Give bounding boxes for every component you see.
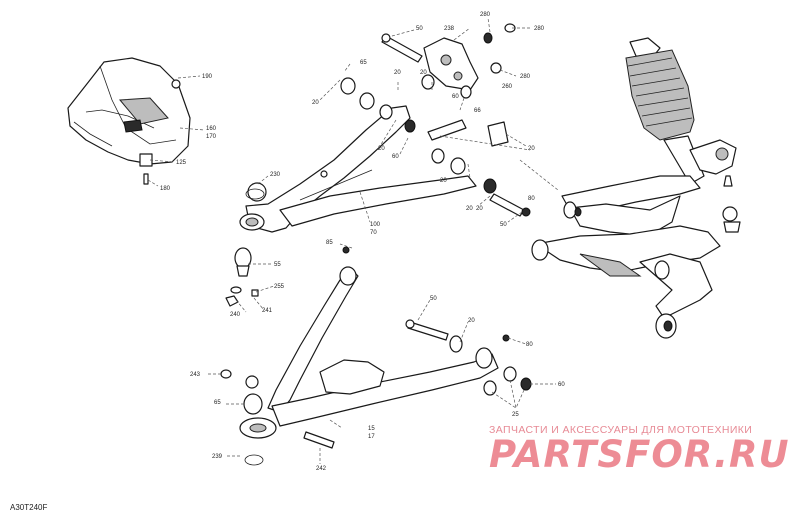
callout-label: 170: [206, 134, 217, 140]
callout-label: 20: [312, 100, 319, 106]
callout-label: 80: [528, 196, 535, 202]
shock-absorber-part: [625, 37, 705, 185]
lower-bolt-part: [303, 319, 449, 449]
callout-label: 20: [528, 146, 535, 152]
upper-ball-joint-part: [234, 182, 267, 277]
callout-label: 180: [160, 186, 171, 192]
callout-label: 241: [262, 308, 273, 314]
assembled-upper-arm-part: [561, 175, 701, 237]
callout-label: 242: [316, 466, 327, 472]
callout-label: 160: [206, 126, 217, 132]
upper-plate-part: [427, 119, 509, 147]
upper-bushing-part: [340, 23, 516, 133]
callout-label: 20: [394, 70, 401, 76]
figure-reference-code: A30T240F: [10, 503, 48, 512]
callout-label: 15: [368, 426, 375, 432]
callout-label: 100: [370, 222, 381, 228]
callout-label: 80: [526, 342, 533, 348]
upper-a-arm-part: [239, 105, 477, 233]
watermark-tagline: ЗАПЧАСТИ И АКСЕССУАРЫ ДЛЯ МОТОТЕХНИКИ: [489, 424, 753, 436]
callout-label: 20: [476, 206, 483, 212]
callout-label: 66: [474, 108, 481, 114]
callout-label: 280: [520, 74, 531, 80]
upper-rear-bushing-part: [431, 148, 531, 217]
callout-label: 25: [512, 412, 519, 418]
callout-label: 240: [230, 312, 241, 318]
callout-label: 60: [452, 94, 459, 100]
callout-label: 190: [202, 74, 213, 80]
callout-label: 17: [368, 434, 375, 440]
callout-label: 20: [378, 146, 385, 152]
callout-label: 60: [558, 382, 565, 388]
callout-label: 125: [176, 160, 187, 166]
callout-label: 50: [416, 26, 423, 32]
callout-label: 20: [420, 70, 427, 76]
skid-plate-screw-part: [143, 173, 149, 185]
watermark-brand-logo: PARTSFOR.RU: [489, 433, 790, 476]
callout-label: 55: [274, 262, 281, 268]
callout-label: 239: [212, 454, 223, 460]
callout-label: 230: [270, 172, 281, 178]
upper-nut-part: [225, 286, 259, 307]
lower-a-arm-part: [239, 266, 499, 439]
callout-label: 65: [214, 400, 221, 406]
callout-label: 20: [468, 318, 475, 324]
assembled-spindle-part: [689, 139, 737, 187]
callout-label: 60: [392, 154, 399, 160]
callout-label: 243: [190, 372, 201, 378]
upper-bolt-part: [381, 33, 423, 63]
lower-ball-joint-part: [220, 369, 263, 415]
callout-numbers: 50 238 280 280 65 20 20 20 60 260 280 66…: [160, 12, 565, 472]
callout-label: 20: [466, 206, 473, 212]
assembled-ball-joint-part: [722, 206, 741, 233]
leader-lines: [147, 17, 559, 464]
skid-plate-part: [67, 57, 191, 167]
callout-label: 50: [430, 296, 437, 302]
assembled-lower-arm-part: [531, 225, 721, 339]
callout-label: 260: [502, 84, 513, 90]
callout-label: 280: [480, 12, 491, 18]
callout-label: 65: [360, 60, 367, 66]
callout-label: 50: [500, 222, 507, 228]
callout-label: 280: [534, 26, 545, 32]
callout-label: 70: [370, 230, 377, 236]
lower-snap-ring-part: [244, 188, 350, 466]
callout-label: 85: [326, 240, 333, 246]
callout-label: 255: [274, 284, 285, 290]
callout-label: 238: [444, 26, 455, 32]
upper-bracket-part: [423, 37, 479, 91]
callout-label: 20: [440, 178, 447, 184]
